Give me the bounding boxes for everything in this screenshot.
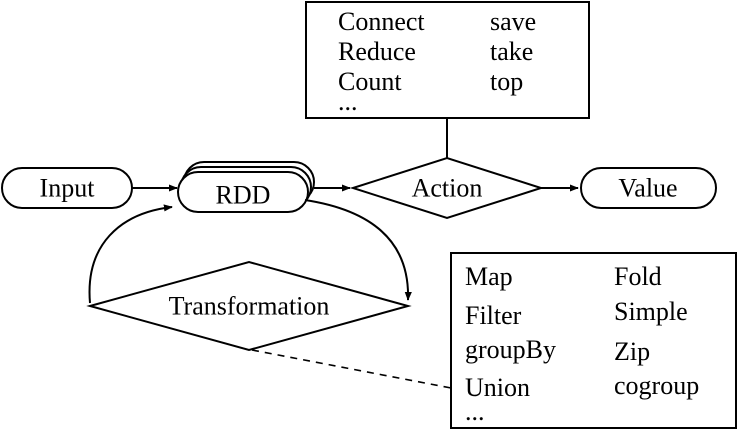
transformation-op: cogroup bbox=[614, 371, 699, 400]
action-op: Reduce bbox=[338, 37, 416, 66]
rdd-to-transformation-arrow bbox=[304, 199, 412, 301]
transformation-op: Map bbox=[465, 262, 513, 291]
transformation-op: groupBy bbox=[465, 335, 556, 364]
rdd-node: RDD bbox=[177, 161, 315, 213]
transformation-ops-connector bbox=[251, 349, 452, 389]
action-op-ellipsis: ... bbox=[338, 87, 358, 116]
action-label: Action bbox=[412, 174, 483, 203]
transformation-op: Simple bbox=[614, 297, 688, 326]
transformation-op: Zip bbox=[614, 337, 650, 366]
value-node: Value bbox=[580, 167, 717, 209]
input-node: Input bbox=[1, 167, 133, 209]
transformation-op: Union bbox=[465, 373, 530, 402]
action-op: top bbox=[490, 67, 523, 96]
action-op: save bbox=[490, 7, 536, 36]
transformation-ops-box: Map Filter groupBy Union ... Fold Simple… bbox=[450, 252, 737, 429]
action-op: take bbox=[490, 37, 533, 66]
transformation-node: Transformation bbox=[86, 260, 412, 352]
action-op: Connect bbox=[338, 7, 425, 36]
transformation-label: Transformation bbox=[169, 292, 330, 321]
rdd-label: RDD bbox=[216, 181, 271, 210]
transformation-to-rdd-arrow bbox=[88, 204, 173, 304]
transformation-op-ellipsis: ... bbox=[465, 397, 485, 426]
transformation-op: Filter bbox=[465, 301, 522, 330]
input-label: Input bbox=[40, 174, 96, 203]
transformation-op: Fold bbox=[614, 262, 662, 291]
action-ops-box: Connect Reduce Count ... save take top bbox=[305, 1, 590, 119]
action-op: Count bbox=[338, 67, 402, 96]
value-label: Value bbox=[618, 174, 677, 203]
action-node: Action bbox=[349, 156, 545, 220]
